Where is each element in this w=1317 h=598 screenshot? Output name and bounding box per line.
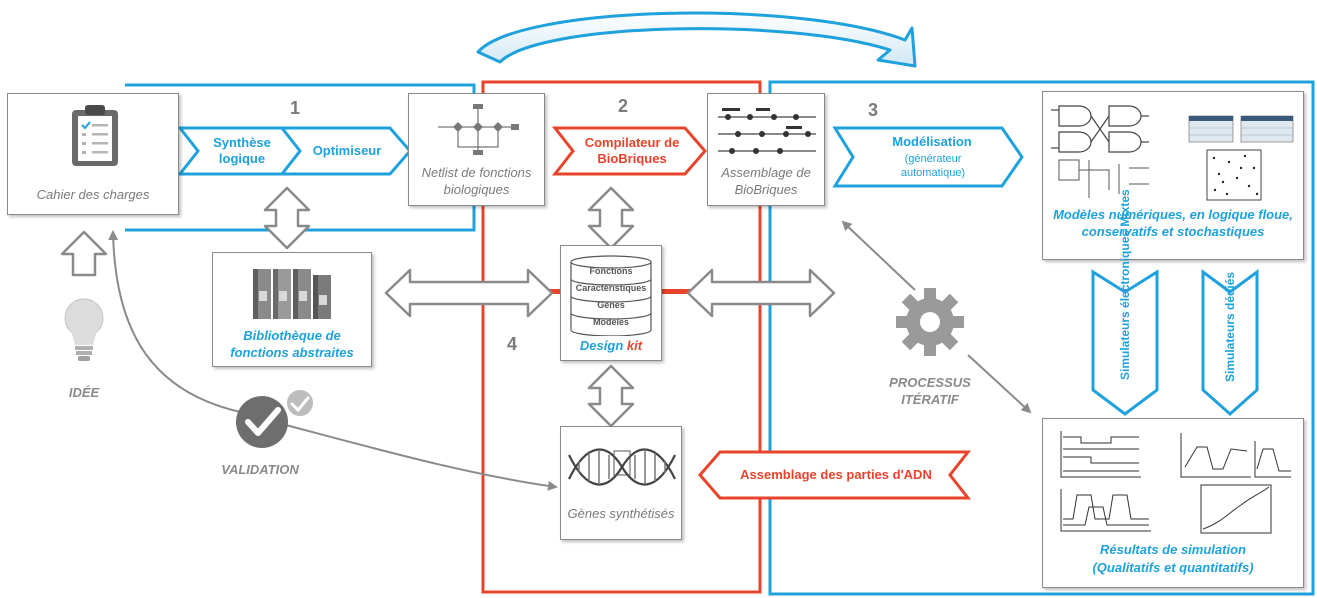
chevron-modelisation-sublabel: (générateur automatique) <box>900 153 966 179</box>
chevron-assemblage-adn <box>698 450 972 500</box>
netlist-schematic-icon <box>438 104 519 155</box>
assemblage-biobriques-box: Assemblage de BioBriques <box>707 93 825 206</box>
models-thumbnails-icon <box>1051 105 1294 201</box>
netlist-label: Netlist de fonctions biologiques <box>421 165 532 197</box>
double-arrow-vertical-3 <box>587 364 635 428</box>
step-number-4: 4 <box>507 334 518 354</box>
chevron-assemblage-adn-label: Assemblage des parties d'ADN <box>740 467 932 482</box>
binders-icon <box>253 269 331 319</box>
gear-icon <box>896 288 964 356</box>
database-row: Caractéristiques <box>575 283 647 293</box>
dna-icon <box>568 448 676 486</box>
processus-label: PROCESSUS ITÉRATIF <box>889 375 971 407</box>
double-arrow-horizontal-1 <box>384 268 554 318</box>
chevron-modelisation-label: Modélisation <box>892 134 972 149</box>
checkmark-icon <box>236 388 315 448</box>
double-arrow-vertical-2 <box>587 186 635 250</box>
chevron-sim-dedies <box>1201 269 1259 417</box>
genes-box: Gènes synthétisés <box>560 426 682 540</box>
chevron-sim-dedies-label: Simulateurs dédiés <box>1223 271 1237 382</box>
validation-to-cahier-arrow <box>108 230 263 417</box>
resultats-box: Résultats de simulation (Qualitatifs et … <box>1042 418 1304 588</box>
design-kit-label-suffix: kit <box>626 338 643 353</box>
modeles-label: Modèles numériques, en logique floue, co… <box>1053 207 1293 239</box>
chevron-synthese-label: Synthèse logique <box>213 135 271 166</box>
database-icon: Fonctions Caractéristiques Gènes Modèles <box>569 254 653 336</box>
simulation-plots-icon <box>1060 431 1291 534</box>
database-row: Gènes <box>597 300 625 310</box>
chevron-optimiseur-label: Optimiseur <box>312 143 382 158</box>
genes-label: Gènes synthétisés <box>567 506 675 521</box>
design-kit-label: Design kit <box>561 338 661 353</box>
double-arrow-vertical-1 <box>263 186 311 250</box>
database-row: Modèles <box>592 317 629 327</box>
zone-3-frame <box>768 80 1315 596</box>
database-row: Fonctions <box>589 266 633 276</box>
assemblage-biobriques-label: Assemblage de BioBriques <box>721 165 811 197</box>
cahier-box: Cahier des charges <box>7 93 179 215</box>
design-kit-box: Fonctions Caractéristiques Gènes Modèles… <box>560 245 662 361</box>
design-kit-label-prefix: Design <box>579 338 627 353</box>
lightbulb-icon <box>64 298 104 361</box>
chevron-modelisation <box>832 126 1024 188</box>
step-number-1: 1 <box>290 98 301 118</box>
netlist-box: Netlist de fonctions biologiques <box>408 93 545 206</box>
chevron-compilateur-label: Compilateur de BioBriques <box>584 135 680 166</box>
modeles-box: Modèles numériques, en logique floue, co… <box>1042 91 1304 260</box>
bibliotheque-box: Bibliothèque de fonctions abstraites <box>212 252 372 367</box>
iterative-arrow-down <box>967 354 1032 414</box>
curved-flow-arrow <box>476 11 917 68</box>
bibliotheque-label: Bibliothèque de fonctions abstraites <box>230 328 354 360</box>
resultats-label-2: (Qualitatifs et quantitatifs) <box>1092 560 1254 575</box>
step-number-2: 2 <box>618 96 629 116</box>
validation-to-genes-arrow <box>281 423 558 491</box>
chevron-sim-mixtes-label: Simulateurs électroniques Mixtes <box>1118 189 1132 380</box>
step-number-3: 3 <box>868 100 879 120</box>
chevron-optimiseur <box>278 126 412 176</box>
cahier-label: Cahier des charges <box>36 187 150 202</box>
red-connector-right <box>660 289 690 294</box>
biobrick-sequence-icon <box>718 108 816 154</box>
iterative-arrow-up <box>841 220 916 291</box>
clipboard-icon <box>72 105 118 166</box>
chevron-sim-mixtes <box>1091 269 1159 416</box>
validation-label: VALIDATION <box>221 462 299 477</box>
resultats-label-1: Résultats de simulation <box>1100 542 1246 557</box>
zone-2-frame <box>481 80 762 594</box>
double-arrow-horizontal-2 <box>686 268 836 318</box>
chevron-compilateur <box>551 126 707 176</box>
up-arrow-idea <box>60 230 108 277</box>
idee-label: IDÉE <box>68 385 100 400</box>
